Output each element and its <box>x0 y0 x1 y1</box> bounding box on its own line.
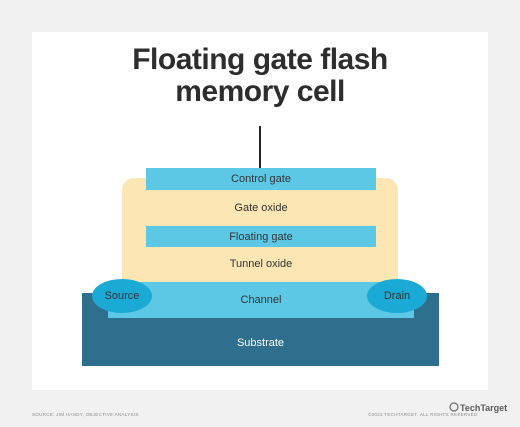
tunnel-oxide-label: Tunnel oxide <box>229 258 293 270</box>
substrate-label: Substrate <box>236 337 285 349</box>
brand-logo: TechTarget <box>460 403 508 413</box>
source-terminal <box>92 279 152 313</box>
channel-label: Channel <box>240 294 282 306</box>
brand-eye-icon <box>449 402 459 412</box>
source-label: Source <box>104 290 140 302</box>
source-credit: SOURCE: JIM HANDY, OBJECTIVE ANALYSIS <box>32 412 139 417</box>
drain-terminal <box>367 279 427 313</box>
diagram-title: Floating gate flash memory cell <box>0 44 520 108</box>
channel-layer <box>108 282 414 318</box>
drain-label: Drain <box>383 290 411 302</box>
control-gate-label: Control gate <box>231 173 291 185</box>
title-line-2: memory cell <box>175 75 345 108</box>
control-gate-layer <box>146 168 376 190</box>
title-line-1: Floating gate flash <box>132 43 388 76</box>
copyright-text: ©2023 TECHTARGET. ALL RIGHTS RESERVED <box>368 412 478 417</box>
floating-gate-label: Floating gate <box>229 231 293 243</box>
floating-gate-layer <box>146 226 376 247</box>
gate-oxide-label: Gate oxide <box>234 202 288 214</box>
